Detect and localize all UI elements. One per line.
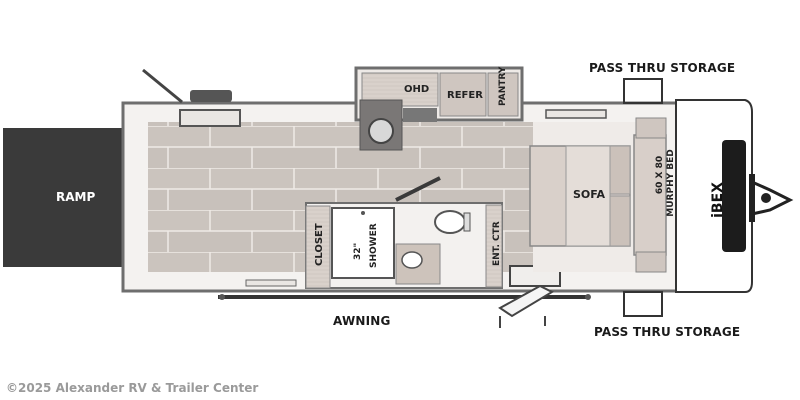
closet xyxy=(305,205,331,289)
ent-ctr xyxy=(485,204,503,288)
murphy-bed-label: MURPHY BED xyxy=(666,149,676,216)
shower xyxy=(331,207,395,279)
pass-thru-storage-bottom-label: PASS THRU STORAGE xyxy=(594,325,741,339)
pass-thru-storage-bottom xyxy=(623,291,663,317)
pass-thru-storage-top-label: PASS THRU STORAGE xyxy=(589,61,736,75)
ent-ctr-label: ENT. CTR xyxy=(492,221,502,266)
top-table xyxy=(190,90,232,102)
steps xyxy=(498,284,555,328)
sofa-label: SOFA xyxy=(573,188,606,201)
shower-size-label: 32" xyxy=(353,243,363,260)
front-cap-inner xyxy=(722,140,746,252)
ramp-label: RAMP xyxy=(56,190,95,204)
closet-label: CLOSET xyxy=(314,223,325,266)
toilet xyxy=(434,210,466,234)
pantry xyxy=(487,72,519,117)
pass-thru-storage-top xyxy=(623,78,663,104)
brand-logo: iBEX xyxy=(710,182,726,218)
ohd-label: OHD xyxy=(404,84,429,95)
awning-label: AWNING xyxy=(333,314,391,328)
shower-label: SHOWER xyxy=(369,223,379,268)
refer-label: REFER xyxy=(447,90,483,101)
hitch xyxy=(751,180,794,216)
refer xyxy=(439,72,487,117)
murphy-bed-size-label: 60 X 80 xyxy=(655,156,665,194)
copyright-text: ©2025 Alexander RV & Trailer Center xyxy=(6,381,259,395)
pantry-label: PANTRY xyxy=(498,66,508,106)
ramp xyxy=(3,128,145,267)
sink xyxy=(368,118,394,144)
